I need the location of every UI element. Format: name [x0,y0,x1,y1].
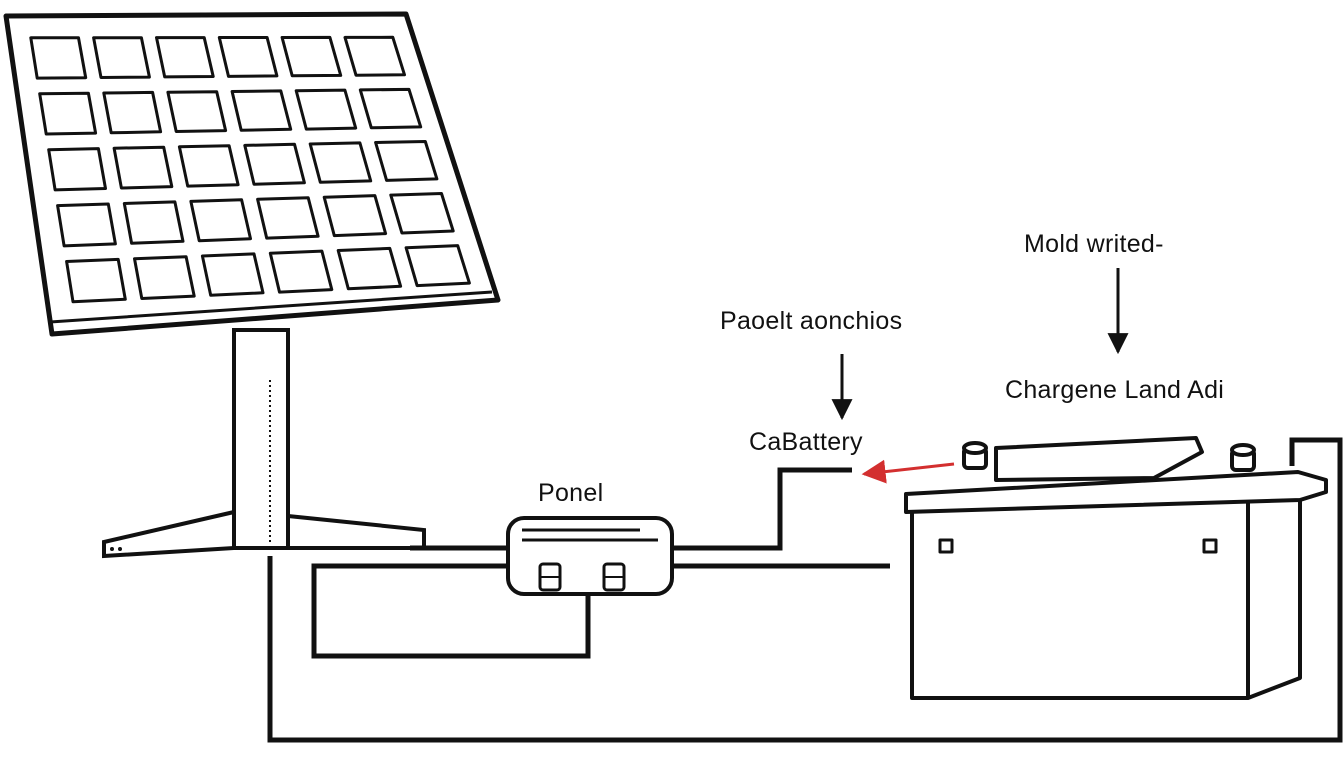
solar-cell [294,88,358,131]
solar-cell [65,257,127,304]
solar-cell [92,36,151,79]
label-paoelt-aonchios: Paoelt aonchios [720,307,903,335]
charge-controller-icon [506,516,674,596]
solar-cell [200,252,265,297]
label-cabattery: CaBattery [749,428,863,456]
solar-cell [177,144,240,188]
solar-cell [256,196,320,240]
solar-cell [155,36,215,79]
solar-panel-cells [29,35,471,304]
solar-cell [308,141,373,184]
arrow-red-terminal [861,459,955,484]
panel-stand [102,328,426,559]
solar-cell [280,35,343,78]
solar-cell [389,192,455,235]
solar-cell [112,145,174,190]
solar-cell [47,147,107,192]
solar-panel-icon [3,11,501,337]
solar-cell [243,142,306,186]
label-mold-writed: Mold writed- [1024,230,1164,258]
solar-cell [133,255,196,300]
solar-cell [217,36,279,78]
wiring [267,437,1343,743]
solar-cell [230,89,293,132]
solar-cell [336,246,403,291]
solar-cell [322,194,388,238]
solar-cell [358,87,423,130]
solar-cell [122,200,185,245]
solar-cell [343,35,406,77]
annotation-arrows [831,268,1129,484]
solar-cell [38,91,98,136]
solar-cell [374,140,439,182]
label-chargene-land-adi: Chargene Land Adi [1005,376,1225,404]
solar-cell [102,90,163,135]
solar-cell [166,90,228,133]
solar-cell [189,198,252,243]
solar-cell [404,244,471,288]
battery-icon [904,436,1328,700]
solar-cell [56,202,117,248]
solar-cell [29,36,88,80]
label-ponel: Ponel [538,479,604,507]
solar-cell [268,249,334,294]
